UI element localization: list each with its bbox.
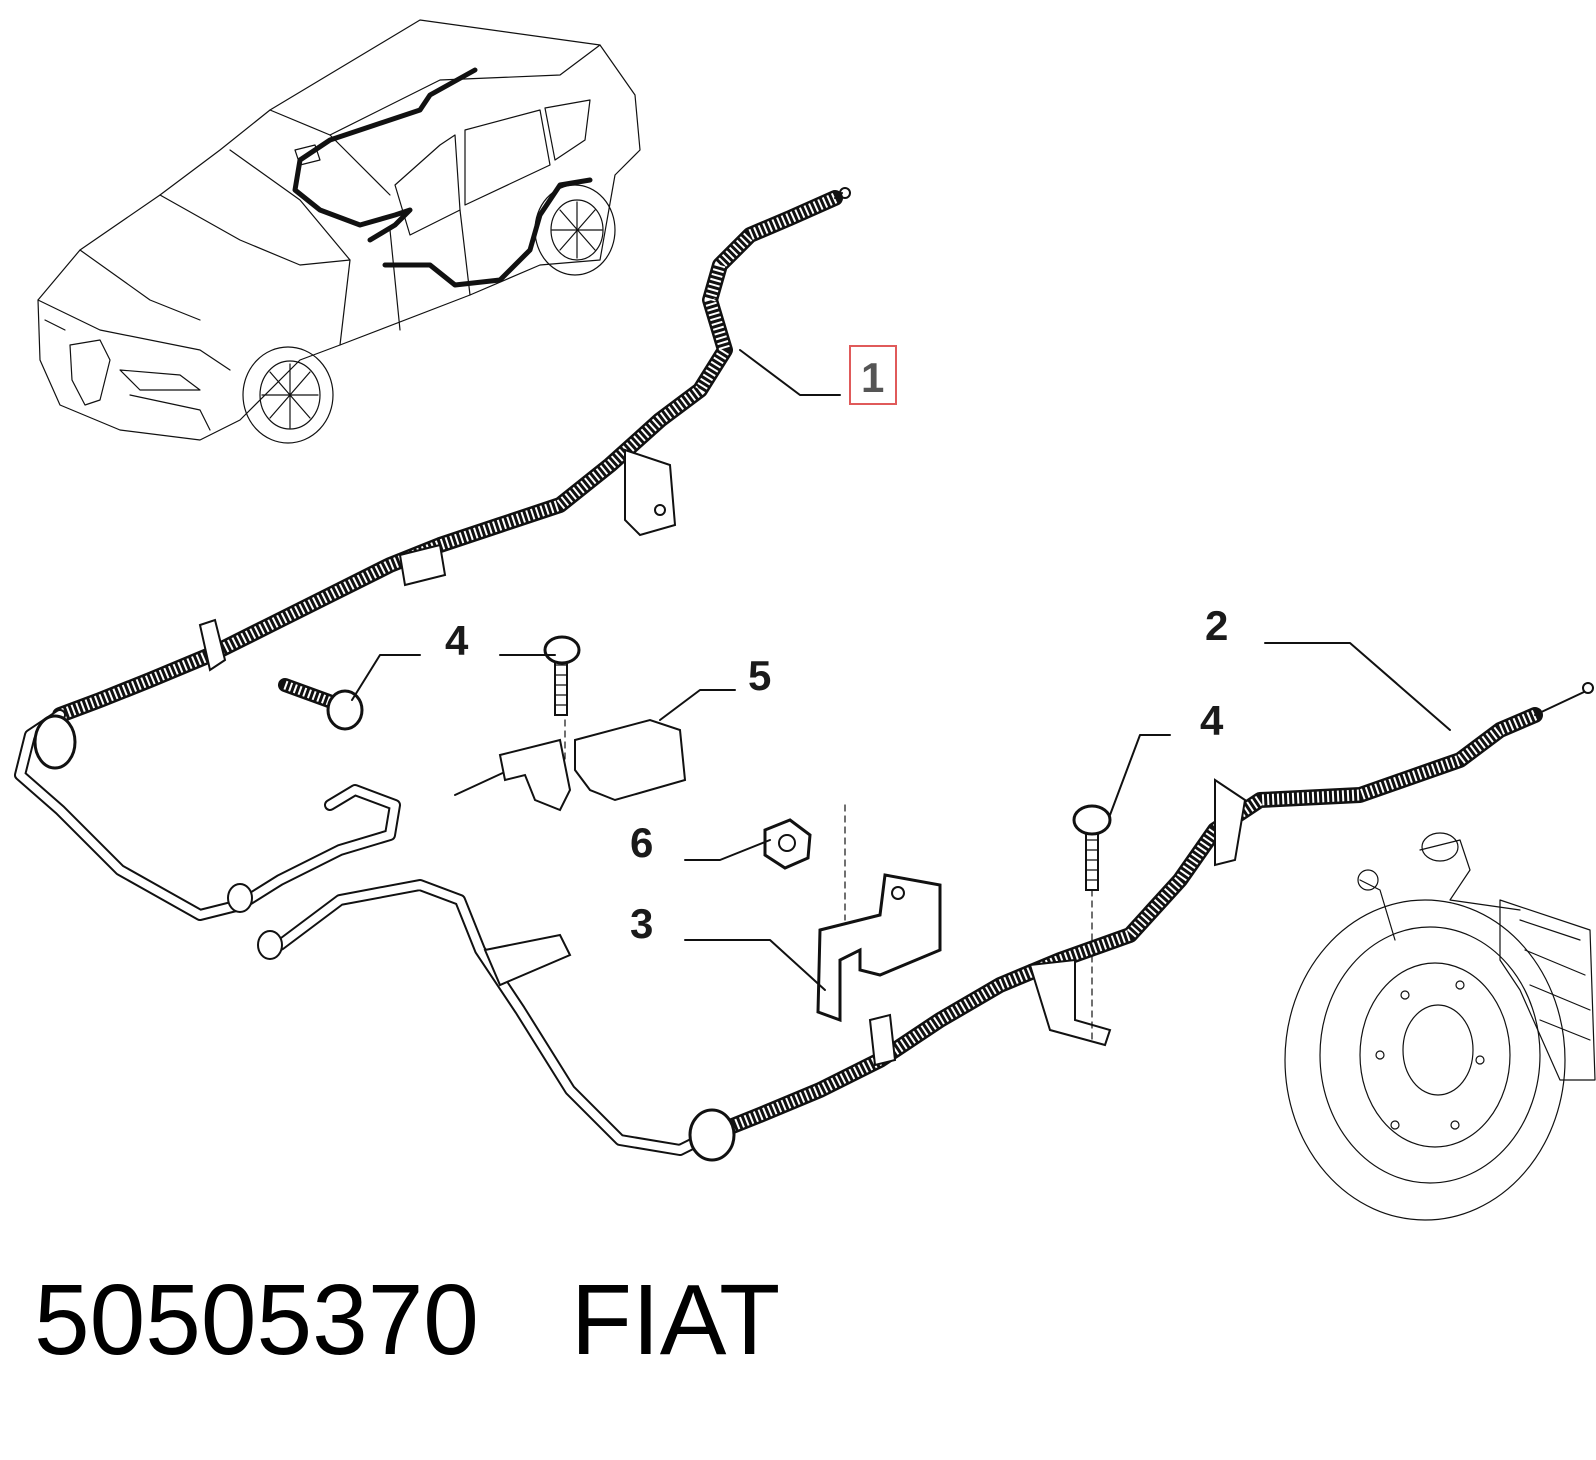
callout-1: 1 — [861, 354, 884, 401]
bolt-4-center — [543, 635, 581, 716]
brake-pipe-lower — [257, 879, 736, 1162]
brake-pipe-left — [14, 709, 401, 921]
cable-part-2 — [702, 682, 1594, 1143]
callout-4-right: 4 — [1200, 697, 1224, 744]
cable-part-1 — [52, 187, 851, 723]
callout-1-highlight-box — [849, 345, 897, 405]
car-illustration — [37, 19, 641, 444]
callouts: 1 2 4 4 5 6 3 — [445, 345, 1228, 947]
callout-5: 5 — [748, 652, 771, 699]
callout-3: 3 — [630, 900, 653, 947]
brake-disc-assembly — [1284, 832, 1596, 1221]
bolt-4-right — [1072, 804, 1112, 1041]
part-number: 50505370 — [34, 1264, 479, 1376]
leader-lines — [351, 349, 1451, 991]
nut-part-6 — [763, 804, 846, 921]
callout-2: 2 — [1205, 602, 1228, 649]
callout-6: 6 — [630, 819, 653, 866]
bolt-4-left — [278, 678, 364, 731]
brand-name: FIAT — [570, 1264, 781, 1376]
callout-4-left: 4 — [445, 617, 469, 664]
clip-part-5 — [454, 718, 687, 812]
cable-route-highlight — [292, 67, 593, 288]
bracket-part-3 — [816, 873, 942, 1023]
